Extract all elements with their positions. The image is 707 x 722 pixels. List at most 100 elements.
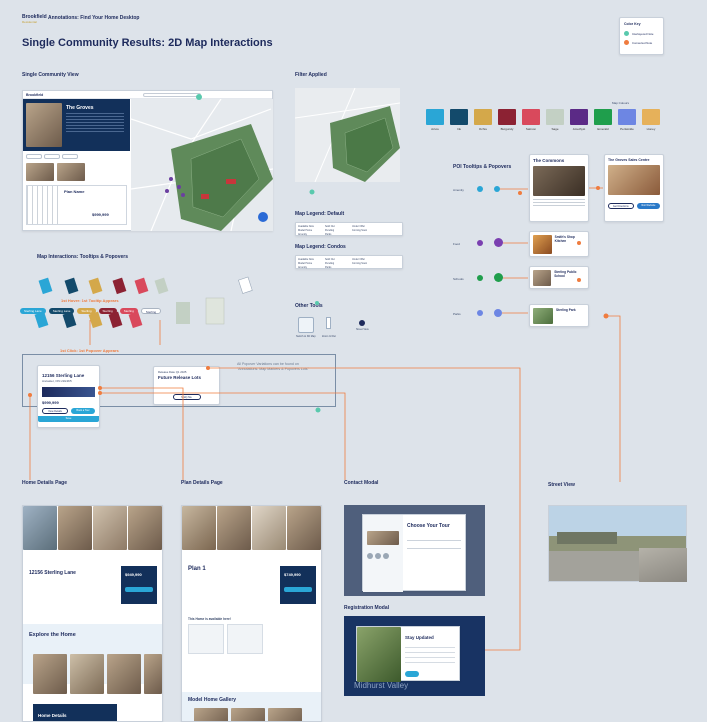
tour-option[interactable] — [407, 537, 461, 541]
park-marker-icon[interactable] — [494, 309, 502, 317]
gallery-photo[interactable] — [182, 506, 216, 550]
save-button[interactable]: Save — [38, 416, 99, 422]
book-tour-button[interactable]: Book a Tour — [71, 408, 95, 414]
section-map-interactions: Map Interactions: Tooltips & Popovers — [37, 254, 128, 260]
brand-sub: Residential — [22, 20, 47, 24]
submit-button[interactable] — [405, 671, 419, 677]
map-3d-icon — [298, 317, 314, 333]
section-contact-modal: Contact Modal — [344, 480, 378, 486]
section-map-legend-default: Map Legend: Default — [295, 211, 344, 217]
poi-popover-clubhouse: The Commons — [529, 154, 589, 222]
tour-option[interactable] — [407, 545, 461, 549]
view-details-button[interactable]: View Details — [42, 408, 68, 414]
tooltip: Sterling Lane — [20, 308, 46, 314]
street-view-houses — [557, 532, 617, 544]
filter-applied-map[interactable] — [295, 88, 400, 182]
poi-description — [533, 199, 585, 207]
contact-modal: Choose Your Tour — [362, 514, 466, 591]
future-title: Future Release Lots — [158, 375, 215, 380]
get-directions-button[interactable]: Get Directions — [608, 203, 634, 209]
poi-popover-school: Sterling Public School — [529, 266, 589, 289]
swatch: Azure — [426, 109, 444, 131]
filter-chip[interactable] — [62, 154, 78, 159]
poi-popover-amenity: The Groves Sales Centre Get Directions V… — [604, 154, 664, 222]
section-filter-applied: Filter Applied — [295, 72, 327, 78]
search-input[interactable] — [143, 93, 201, 97]
tool-3d-map[interactable]: Switch to 3D Map — [296, 317, 316, 338]
lot-card[interactable] — [188, 624, 224, 654]
lot-tooltips: Sterling Lane Sterling Lane Sterling Ste… — [20, 308, 161, 314]
registration-title: Stay Updated — [405, 635, 434, 640]
brand-logo: Brookfield Residential — [22, 14, 47, 24]
book-tour-button[interactable] — [125, 587, 153, 592]
lot-card[interactable] — [227, 624, 263, 654]
plan-price: $999,999 — [92, 212, 109, 217]
filter-chip[interactable] — [44, 154, 60, 159]
gallery-photo[interactable] — [287, 506, 321, 550]
poi-popover-food: Smith's Shop Kitchen — [529, 231, 589, 257]
tool-street-view[interactable]: Street View — [356, 320, 369, 331]
floorplan-image — [27, 186, 61, 224]
gallery-photo[interactable] — [128, 506, 162, 550]
park-marker-icon[interactable] — [477, 310, 483, 316]
amenity-marker-icon[interactable] — [494, 186, 500, 192]
community-photo — [26, 103, 62, 147]
explore-photo[interactable] — [70, 654, 104, 694]
result-photo — [26, 163, 54, 181]
avatar — [367, 553, 373, 559]
swatch: Emerald — [594, 109, 612, 131]
filter-chip[interactable] — [26, 154, 42, 159]
gallery-photo[interactable] — [58, 506, 92, 550]
tooltip: Sterling — [120, 308, 138, 314]
plan-price: $749,990 — [284, 572, 312, 577]
section-single-community: Single Community View — [22, 72, 79, 78]
poi-title: Sterling Park — [556, 308, 576, 323]
notify-me-button[interactable]: Notify Me — [173, 394, 201, 400]
home-details-title: Home Details — [38, 713, 112, 718]
food-marker-icon[interactable] — [477, 240, 483, 246]
amenity-marker-icon[interactable] — [477, 186, 483, 192]
school-marker-icon[interactable] — [477, 275, 483, 281]
gallery-photo[interactable] — [217, 506, 251, 550]
color-key-card: Color Key Interlayered Note Connected No… — [619, 17, 664, 55]
popover-variations-note: All Popover Variations can be found on "… — [237, 362, 317, 372]
zoom-icon — [326, 317, 331, 329]
plan-card[interactable]: Plan Name $999,999 — [26, 185, 127, 225]
street-view-screen[interactable] — [548, 505, 687, 582]
community-map[interactable] — [131, 99, 273, 231]
orange-dot-icon — [624, 40, 629, 45]
lot-price: $999,999 — [42, 400, 95, 405]
tool-zoom[interactable]: Zoom In/Out — [322, 317, 336, 338]
explore-photo[interactable] — [107, 654, 141, 694]
result-card[interactable] — [26, 163, 127, 181]
tooltip: Sterling Lane — [49, 308, 75, 314]
swatch: Salmon — [522, 109, 540, 131]
gallery-photo[interactable] — [252, 506, 286, 550]
poi-popover-park: Sterling Park — [529, 304, 589, 327]
book-tour-button[interactable] — [284, 587, 312, 592]
explore-photo[interactable] — [33, 654, 67, 694]
registration-form[interactable] — [405, 647, 455, 667]
poi-row-label: Schools — [453, 277, 464, 281]
gallery-photo[interactable] — [23, 506, 57, 550]
school-marker-icon[interactable] — [494, 273, 503, 282]
poi-photo — [533, 308, 553, 324]
poi-photo — [533, 235, 552, 254]
community-hero: The Groves — [23, 99, 130, 151]
poi-photo — [533, 270, 551, 286]
explore-photo[interactable] — [144, 654, 162, 694]
contact-photo — [367, 531, 399, 545]
plan-details-screen: Plan 1 $749,990 This Home is available h… — [181, 505, 322, 722]
food-marker-icon[interactable] — [494, 238, 503, 247]
visit-website-button[interactable]: Visit Website — [637, 203, 661, 209]
section-home-details: Home Details Page — [22, 480, 67, 486]
explore-title: Explore the Home — [29, 632, 158, 638]
section-registration-modal: Registration Modal — [344, 605, 389, 611]
section-plan-details: Plan Details Page — [181, 480, 223, 486]
section-street-view: Street View — [548, 482, 575, 488]
page-title: Single Community Results: 2D Map Interac… — [22, 37, 273, 49]
gallery-photo[interactable] — [93, 506, 127, 550]
contact-title: Choose Your Tour — [407, 523, 450, 529]
lot-status-bar — [42, 387, 95, 397]
color-key-title: Color Key — [624, 22, 663, 26]
